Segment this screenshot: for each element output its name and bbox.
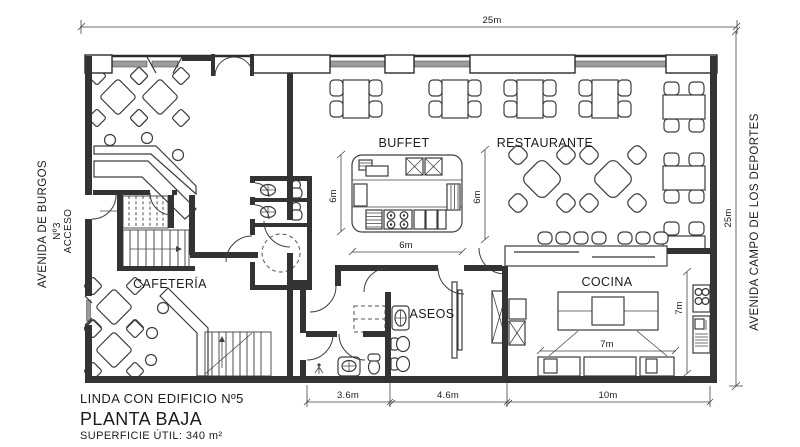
turning-circle xyxy=(261,233,301,273)
buffet-station xyxy=(351,154,463,233)
splayed-window xyxy=(146,56,183,74)
street-label-right: AVENIDA CAMPO DE LOS DEPORTES xyxy=(749,113,761,331)
interior-walls xyxy=(93,73,710,376)
room-labels: CAFETERÍA BUFFET RESTAURANTE ASEOS COCIN… xyxy=(133,136,632,321)
stairs-lower xyxy=(204,331,272,377)
dim-top-width: 25m xyxy=(482,15,501,26)
room-label-buffet: BUFFET xyxy=(378,136,429,150)
bar-counter-sw xyxy=(159,287,209,377)
dim-buffet-left: 6m xyxy=(328,189,339,203)
entrance-number: Nº3 xyxy=(52,222,63,240)
dim-right-height: 25m xyxy=(723,208,734,227)
dim-bottom-2: 4.6m xyxy=(437,390,459,401)
dim-buffet-right: 6m xyxy=(472,190,483,204)
extraction-hood xyxy=(548,330,668,357)
room-label-cocina: COCINA xyxy=(581,275,632,289)
dim-bottom-3: 10m xyxy=(598,390,617,401)
dimension-lines: 25m 25m 6m 6m 6m 7m 7m 3.6m 4.6m 10m xyxy=(77,15,743,407)
wc-cluster-fixtures xyxy=(259,179,303,273)
serving-counter xyxy=(504,245,668,267)
restaurante-furniture xyxy=(329,79,706,250)
privacy-screen xyxy=(451,281,458,359)
stairs-main xyxy=(100,208,190,269)
bar-counter-upper xyxy=(93,145,197,196)
kitchen-door xyxy=(478,247,506,275)
adjacency-note: LINDA CON EDIFICIO Nº5 xyxy=(80,391,244,406)
acceso-door xyxy=(91,194,117,220)
room-label-aseos: ASEOS xyxy=(409,307,454,321)
aseos-fixtures xyxy=(314,305,411,377)
useful-area: SUPERFICIE ÚTIL: 340 m² xyxy=(80,429,222,442)
exterior-walls xyxy=(84,54,718,383)
entrance-label: ACCESO xyxy=(63,209,74,254)
floor-name: PLANTA BAJA xyxy=(80,409,202,429)
room-label-cafeteria: CAFETERÍA xyxy=(133,276,207,291)
main-entrance-double-door xyxy=(214,56,254,77)
cocina-equipment xyxy=(451,245,711,377)
splayed-window-left xyxy=(84,295,93,326)
doors xyxy=(91,56,506,361)
dim-buffet-bottom: 6m xyxy=(399,240,413,251)
street-label-left: AVENIDA DE BURGOS xyxy=(37,160,49,288)
room-label-restaurante: RESTAURANTE xyxy=(497,136,594,150)
title-block: LINDA CON EDIFICIO Nº5 PLANTA BAJA SUPER… xyxy=(80,391,244,442)
dim-bottom-1: 3.6m xyxy=(337,390,359,401)
street-labels: AVENIDA DE BURGOS AVENIDA CAMPO DE LOS D… xyxy=(37,113,761,331)
dim-cocina-depth: 7m xyxy=(674,301,685,315)
dim-cocina-width: 7m xyxy=(600,339,614,350)
